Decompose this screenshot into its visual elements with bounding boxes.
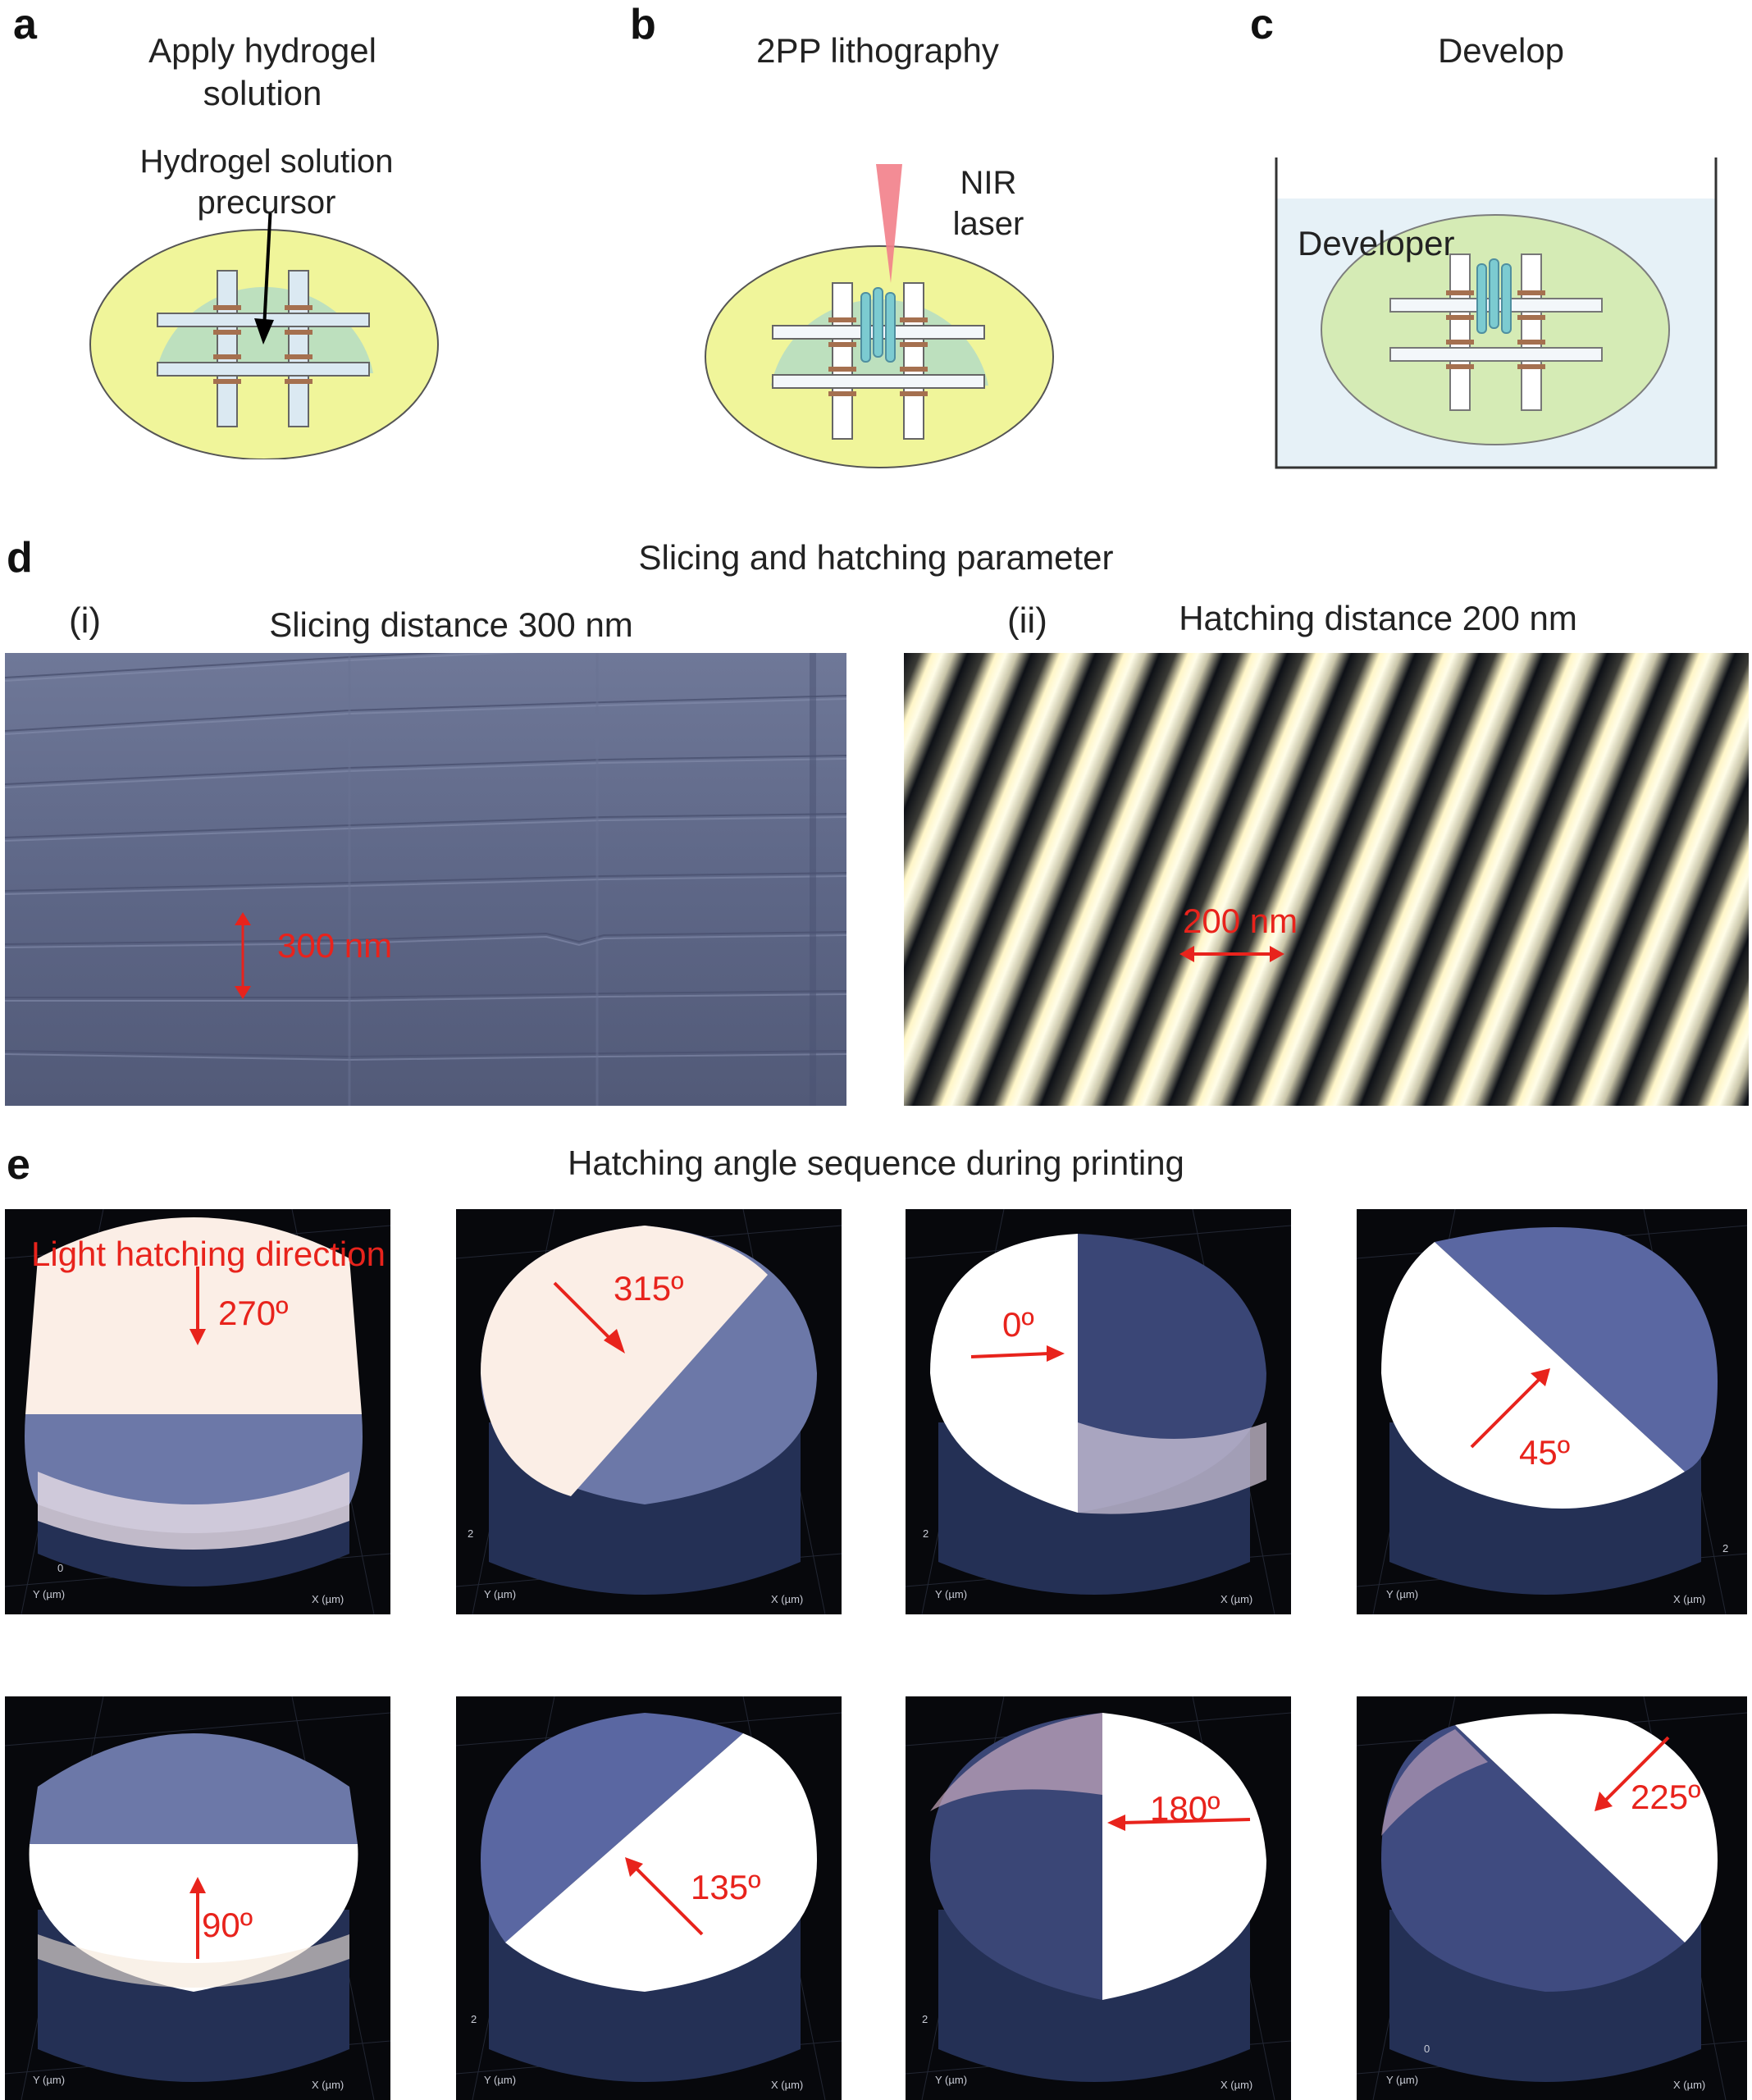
hatch-render-315 (456, 1209, 842, 1614)
tick-2-2: 2 (468, 1527, 474, 1540)
hatch-render-135 (456, 1696, 842, 2100)
panel-letter-c: c (1250, 1, 1274, 48)
hatch-render-45 (1357, 1209, 1747, 1614)
developer-bath-diagram (1275, 158, 1718, 469)
tick-2-6: 2 (471, 2013, 477, 2025)
axis-label-x-2: X (µm) (771, 1593, 804, 1605)
angle-label-45: 45º (1519, 1433, 1571, 1472)
substrate-diagram-b (705, 164, 1054, 468)
hatch-measure-label: 200 nm (1183, 902, 1298, 940)
sub-label-ii: (ii) (1007, 600, 1047, 641)
tick-0-1: 0 (57, 1562, 64, 1574)
angle-label-315: 315º (614, 1269, 684, 1308)
axis-label-x-7: X (µm) (1220, 2079, 1253, 2091)
axis-label-y-3: Y (µm) (935, 1588, 968, 1600)
hatch-render-90 (5, 1696, 390, 2100)
hatch-render-0 (906, 1209, 1291, 1614)
angle-label-0: 0º (1002, 1305, 1034, 1344)
tick-2-3: 2 (923, 1527, 929, 1540)
angle-label-180: 180º (1150, 1789, 1220, 1828)
axis-label-y-7: Y (µm) (935, 2074, 968, 2086)
axis-label-y-6: Y (µm) (484, 2074, 517, 2086)
tick-2-4: 2 (1722, 1542, 1729, 1554)
hatching-stripes-image (904, 653, 1749, 1106)
panel-letter-a: a (13, 1, 37, 48)
axis-label-y-8: Y (µm) (1386, 2074, 1419, 2086)
annotation-hydrogel-precursor: Hydrogel solution precursor (139, 144, 394, 221)
axis-label-y-2: Y (µm) (484, 1588, 517, 1600)
panel-e-title: Hatching angle sequence during printing (568, 1144, 1184, 1182)
axis-label-x-4: X (µm) (1673, 1593, 1706, 1605)
tick-2-7: 2 (922, 2013, 928, 2025)
axis-label-x-3: X (µm) (1220, 1593, 1253, 1605)
angle-label-225: 225º (1631, 1778, 1701, 1816)
axis-label-x-1: X (µm) (312, 1593, 344, 1605)
hatching-title: Hatching distance 200 nm (1179, 599, 1577, 637)
angle-label-135: 135º (691, 1868, 761, 1906)
hatch-render-270 (5, 1209, 390, 1614)
axis-label-x-5: X (µm) (312, 2079, 344, 2091)
hatch-render-225 (1357, 1696, 1747, 2100)
sub-label-i: (i) (69, 600, 102, 641)
panel-letter-d: d (7, 534, 33, 582)
axis-label-y-1: Y (µm) (33, 1588, 66, 1600)
angle-label-90: 90º (202, 1906, 253, 1944)
panel-d-title: Slicing and hatching parameter (638, 538, 1114, 577)
substrate-diagram-a (89, 213, 439, 459)
slice-measure-label: 300 nm (277, 926, 393, 965)
axis-label-y-4: Y (µm) (1386, 1588, 1419, 1600)
light-hatching-direction-label: Light hatching direction (31, 1235, 386, 1273)
hatch-render-180 (906, 1696, 1291, 2100)
slicing-layers-image (5, 653, 846, 1106)
tick-0-8: 0 (1424, 2043, 1430, 2055)
panel-letter-b: b (630, 1, 656, 48)
step-title-2pp: 2PP lithography (756, 31, 999, 70)
axis-label-x-6: X (µm) (771, 2079, 804, 2091)
panel-letter-e: e (7, 1141, 30, 1189)
axis-label-y-5: Y (µm) (33, 2074, 66, 2086)
step-title-apply: Apply hydrogel solution (148, 31, 376, 112)
slicing-title: Slicing distance 300 nm (269, 605, 633, 644)
annotation-developer: Developer (1298, 224, 1455, 262)
step-title-develop: Develop (1437, 31, 1565, 70)
axis-label-x-8: X (µm) (1673, 2079, 1706, 2091)
annotation-nir-laser: NIR laser (952, 165, 1024, 242)
angle-label-270: 270º (218, 1294, 289, 1332)
